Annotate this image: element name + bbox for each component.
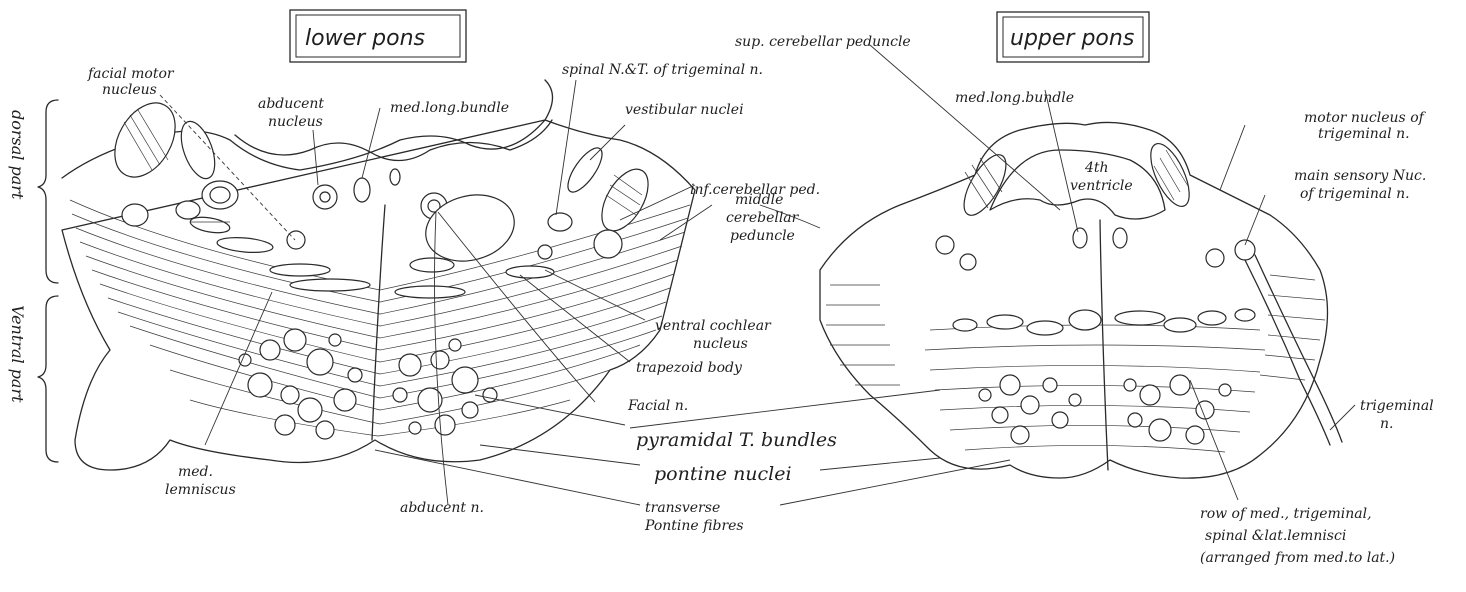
upper-pons-text: upper pons: [1010, 26, 1134, 51]
label-trigeminal-n-2: n.: [1380, 416, 1393, 432]
lower-pons-section: [62, 80, 695, 470]
label-row-lemnisci-2: spinal &lat.lemnisci: [1205, 528, 1346, 544]
label-trapezoid: trapezoid body: [636, 360, 743, 376]
upper-lemnisci-row: [953, 309, 1255, 335]
label-ventral-cochlear-2: nucleus: [693, 336, 748, 352]
side-braces: [38, 100, 58, 462]
label-motor-trigeminal-2: trigeminal n.: [1318, 126, 1410, 142]
label-middle-cerebellar-1: middle: [735, 192, 783, 208]
label-abducent-n: abducent n.: [400, 500, 484, 516]
label-med-long-bundle-upper: med.long.bundle: [955, 90, 1074, 106]
upper-pons-title: upper pons: [997, 12, 1149, 62]
label-main-sensory-2: of trigeminal n.: [1300, 186, 1410, 202]
label-transverse-2: Pontine fibres: [644, 518, 744, 534]
label-middle-cerebellar-3: peduncle: [730, 228, 795, 244]
lower-pons-title: lower pons: [290, 10, 466, 62]
label-med-lemniscus-2: lemniscus: [165, 482, 236, 498]
label-abducent-nucleus-1: abducent: [258, 96, 324, 112]
label-vestibular: vestibular nuclei: [625, 102, 744, 118]
label-med-long-bundle-lower: med.long.bundle: [390, 100, 509, 116]
label-abducent-nucleus-2: nucleus: [268, 114, 323, 130]
label-med-lemniscus-1: med.: [178, 464, 213, 480]
label-fourth-ventricle-1: 4th: [1084, 160, 1109, 176]
label-row-lemnisci-3: (arranged from med.to lat.): [1200, 550, 1395, 566]
ventral-part-label: Ventral part: [8, 305, 27, 403]
labels: facial motor nucleus abducent nucleus me…: [87, 34, 1434, 566]
label-sup-cerebellar: sup. cerebellar peduncle: [735, 34, 911, 50]
label-facial-motor-2: nucleus: [102, 82, 157, 98]
label-ventral-cochlear-1: ventral cochlear: [655, 318, 772, 334]
label-row-lemnisci-1: row of med., trigeminal,: [1200, 506, 1372, 522]
label-facial-n: Facial n.: [627, 398, 688, 414]
lower-pons-text: lower pons: [305, 26, 425, 51]
label-motor-trigeminal-1: motor nucleus of: [1304, 110, 1427, 126]
label-pyramidal: pyramidal T. bundles: [636, 429, 837, 451]
upper-pons-section: [820, 122, 1342, 478]
label-spinal-nt: spinal N.&T. of trigeminal n.: [562, 62, 763, 78]
upper-pons-outline: [820, 122, 1328, 478]
label-main-sensory-1: main sensory Nuc.: [1294, 168, 1426, 184]
dorsal-part-label: dorsal part: [8, 110, 27, 200]
label-fourth-ventricle-2: ventricle: [1070, 178, 1133, 194]
lower-pontine-nuclei: [239, 329, 497, 439]
label-pontine-nuclei: pontine nuclei: [654, 463, 792, 485]
label-transverse-1: transverse: [645, 500, 720, 516]
label-trigeminal-n-1: trigeminal: [1360, 398, 1434, 414]
label-facial-motor-1: facial motor: [87, 66, 175, 82]
label-middle-cerebellar-2: cerebellar: [726, 210, 800, 226]
